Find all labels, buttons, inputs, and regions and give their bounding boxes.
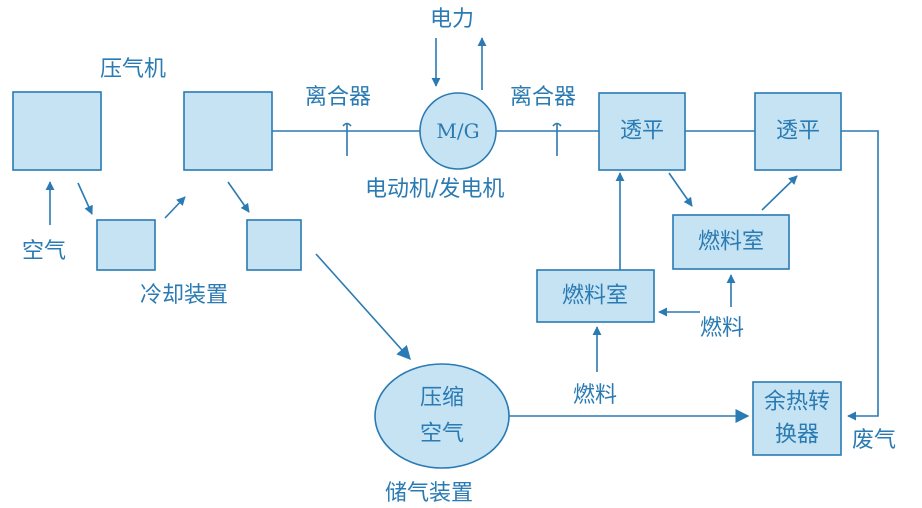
cooler1-to-compressor2-arrow	[164, 196, 186, 219]
clutch-right-mark	[552, 122, 562, 127]
storage-line1: 压缩	[420, 386, 464, 411]
turbine1-to-combustor-arrow	[668, 172, 693, 207]
motor-generator-caption: 电动机/发电机	[365, 177, 504, 202]
combustor-upper-box	[672, 214, 790, 270]
compressor-low-box	[12, 91, 102, 171]
compressor1-to-cooler1-arrow	[77, 182, 93, 215]
combustor-lower-box	[536, 269, 655, 323]
cooler-2-box	[246, 219, 302, 271]
compressor-label: 压气机	[100, 57, 166, 82]
storage-caption: 储气装置	[385, 481, 473, 506]
compressor-high-box	[183, 91, 273, 171]
motor-generator-circle	[419, 92, 497, 170]
heat-exchanger-box	[752, 381, 842, 456]
turbine-2-label: 透平	[776, 119, 820, 144]
turbine-1-label: 透平	[620, 119, 664, 144]
heat-exchanger-line2: 换器	[775, 423, 819, 448]
turbine-1-box	[598, 92, 686, 171]
combustor-lower-label: 燃料室	[562, 284, 628, 309]
combustor-to-turbine2-arrow	[761, 175, 798, 211]
turbine-2-box	[754, 92, 842, 171]
fuel-right-label: 燃料	[700, 316, 744, 341]
motor-generator-label: M/G	[436, 119, 479, 143]
air-label: 空气	[22, 239, 66, 264]
cooling-device-label: 冷却装置	[140, 283, 228, 308]
cooler-1-box	[96, 219, 156, 271]
exhaust-loop-arrow	[841, 130, 879, 421]
storage-ellipse	[374, 363, 510, 469]
compressor2-to-cooler2-arrow	[227, 181, 250, 213]
clutch-right-label: 离合器	[510, 85, 576, 110]
combustor-upper-label: 燃料室	[698, 230, 764, 255]
clutch-left-label: 离合器	[305, 85, 371, 110]
heat-exchanger-line1: 余热转	[764, 390, 830, 415]
power-label: 电力	[430, 7, 474, 32]
storage-line2: 空气	[420, 422, 464, 447]
cooler2-to-storage-arrow	[315, 253, 411, 361]
exhaust-label: 废气	[852, 428, 896, 453]
clutch-left-mark	[342, 122, 352, 127]
fuel-bottom-label: 燃料	[573, 383, 617, 408]
